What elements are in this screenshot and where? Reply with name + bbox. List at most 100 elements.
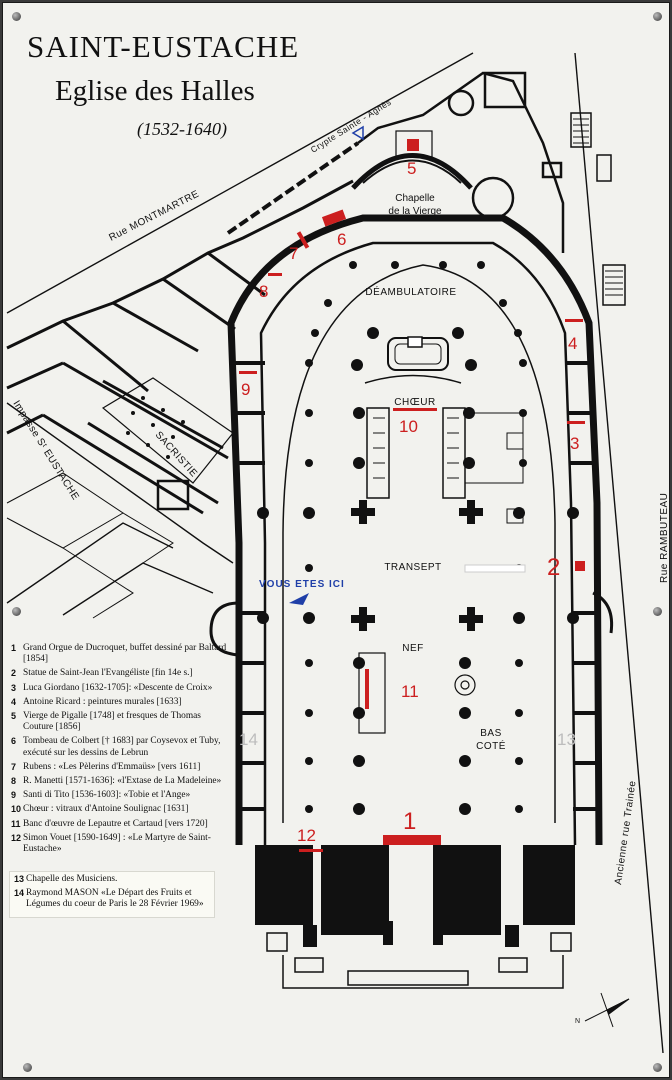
aisle-label: BAS (480, 728, 502, 739)
crypt-label: Crypte Sainte - Agnès (309, 97, 393, 155)
entrance-steps (266, 932, 572, 989)
you-are-here-label: VOUS ETES ICI (259, 579, 345, 590)
street-label-impasse: Impasse Sᵗ EUSTACHE (10, 399, 81, 503)
marker-3: 3 (570, 434, 579, 453)
you-are-here-icon (289, 593, 309, 605)
legend-number: 2 (11, 668, 17, 679)
legend-number: 3 (11, 682, 17, 693)
legend-item: 9 Santi di Tito [1536-1603]: «Tobie et l'… (11, 790, 231, 801)
legend-text: Statue de Saint-Jean l'Evangéliste [fin … (23, 668, 193, 679)
marker-4: 4 (568, 334, 577, 353)
crossing-piers (351, 500, 483, 631)
ambulatory-label: DÉAMBULATOIRE (365, 285, 456, 298)
legend-text: Banc d'œuvre de Lepautre et Cartaud [ver… (23, 818, 208, 829)
marker-5: 5 (407, 159, 416, 178)
legend-text: Chapelle des Musiciens. (26, 874, 118, 884)
legend-item: 6 Tombeau de Colbert [† 1683] par Coysevo… (11, 736, 231, 758)
neighbouring-buildings (6, 179, 354, 515)
west-facade (255, 845, 575, 947)
crypt-arrow-icon (351, 125, 364, 141)
church-floor-plan: Rue MONTMARTRE Impasse Sᵗ EUSTACHE Rue R… (6, 52, 669, 1054)
choir-stalls (364, 336, 524, 524)
transept-label: TRANSEPT (384, 562, 441, 573)
screw-icon (23, 1063, 32, 1072)
map-dates: (1532-1640) (137, 119, 227, 139)
legend-text: Rubens : «Les Pèlerins d'Emmaüs» [vers 1… (23, 761, 201, 772)
legend-item: 4 Antoine Ricard : peintures murales [163… (11, 697, 231, 708)
street-lines (6, 52, 664, 1054)
map-subtitle: Eglise des Halles (55, 75, 255, 107)
north-label: N (575, 1018, 580, 1025)
legend-number: 11 (11, 818, 21, 829)
object-markers (239, 139, 585, 852)
legend-text: Vierge de Pigalle [1748] et fresques de … (23, 711, 201, 733)
north-arrow-icon (584, 992, 630, 1028)
legend-number: 6 (11, 736, 17, 747)
crypt-passage (226, 141, 360, 235)
marker-11: 11 (401, 682, 419, 701)
legend-item: 5 Vierge de Pigalle [1748] et fresques de… (11, 711, 231, 733)
legend-text: Tombeau de Colbert [† 1683] par Coysevox… (23, 736, 221, 758)
marker-10: 10 (399, 417, 418, 436)
transept-plaque (464, 564, 526, 573)
pew-and-pulpit (358, 652, 476, 734)
right-side-blocks (570, 112, 626, 306)
marker-6: 6 (337, 230, 346, 249)
marker-2: 2 (547, 554, 560, 581)
chapel-label: Chapelle (395, 193, 435, 204)
screw-icon (12, 12, 21, 21)
legend-number: 12 (11, 832, 22, 843)
nave-label: NEF (402, 643, 424, 654)
church-walls (227, 153, 603, 846)
chapel-bays (233, 361, 599, 811)
choir-stall-lines (373, 417, 459, 479)
legend-number: 8 (11, 776, 17, 787)
legend-text: Luca Giordano [1632-1705]: «Descente de … (23, 682, 213, 693)
street-label-ancienne: Ancienne rue Trainée (613, 780, 639, 886)
legend-number: 13 (14, 874, 25, 884)
sacristy-outline (101, 377, 234, 484)
marker-7: 7 (289, 244, 298, 263)
chapel-altar (395, 130, 433, 158)
screw-icon (653, 12, 662, 21)
legend-number: 5 (11, 711, 17, 722)
legend-text: Chœur : vitraux d'Antoine Soulignac [163… (23, 804, 189, 815)
marker-1: 1 (403, 808, 416, 835)
screw-icon (653, 1063, 662, 1072)
marker-8: 8 (259, 282, 268, 301)
marker-9: 9 (241, 380, 250, 399)
legend-number: 10 (11, 804, 22, 815)
legend-number: 4 (11, 696, 17, 707)
map-title: SAINT-EUSTACHE (27, 29, 300, 64)
screw-icon (12, 607, 21, 616)
sacristy-dots (126, 396, 185, 459)
legend-number: 9 (11, 790, 17, 801)
street-label-rambuteau: Rue RAMBUTEAU (659, 493, 669, 583)
legend-number: 14 (14, 888, 25, 898)
legend-item: 7 Rubens : «Les Pèlerins d'Emmaüs» [vers … (11, 762, 231, 773)
lower-left-parcels (6, 472, 174, 619)
legend-number: 7 (11, 761, 17, 772)
legend-text: Antoine Ricard : peintures murales [1633… (23, 696, 182, 707)
legend-text: Raymond MASON «Le Départ des Fruits et L… (26, 888, 204, 909)
side-stair (209, 591, 614, 657)
legend-item: 3 Luca Giordano [1632-1705]: «Descente de… (11, 683, 231, 694)
legend-number: 1 (11, 643, 17, 653)
street-label-montmartre: Rue MONTMARTRE (107, 189, 201, 244)
legend-item: 8 R. Manetti [1571-1636]: «l'Extase de La… (11, 776, 231, 787)
apse-outbuildings (357, 71, 565, 253)
screw-icon (653, 607, 662, 616)
pillars (257, 261, 579, 815)
marker-13: 13 (557, 730, 576, 749)
right-side-hatch (573, 118, 623, 296)
legend-text: R. Manetti [1571-1636]: «l'Extase de La … (23, 776, 222, 787)
legend-text: Santi di Tito [1536-1603]: «Tobie et l'A… (23, 790, 191, 801)
